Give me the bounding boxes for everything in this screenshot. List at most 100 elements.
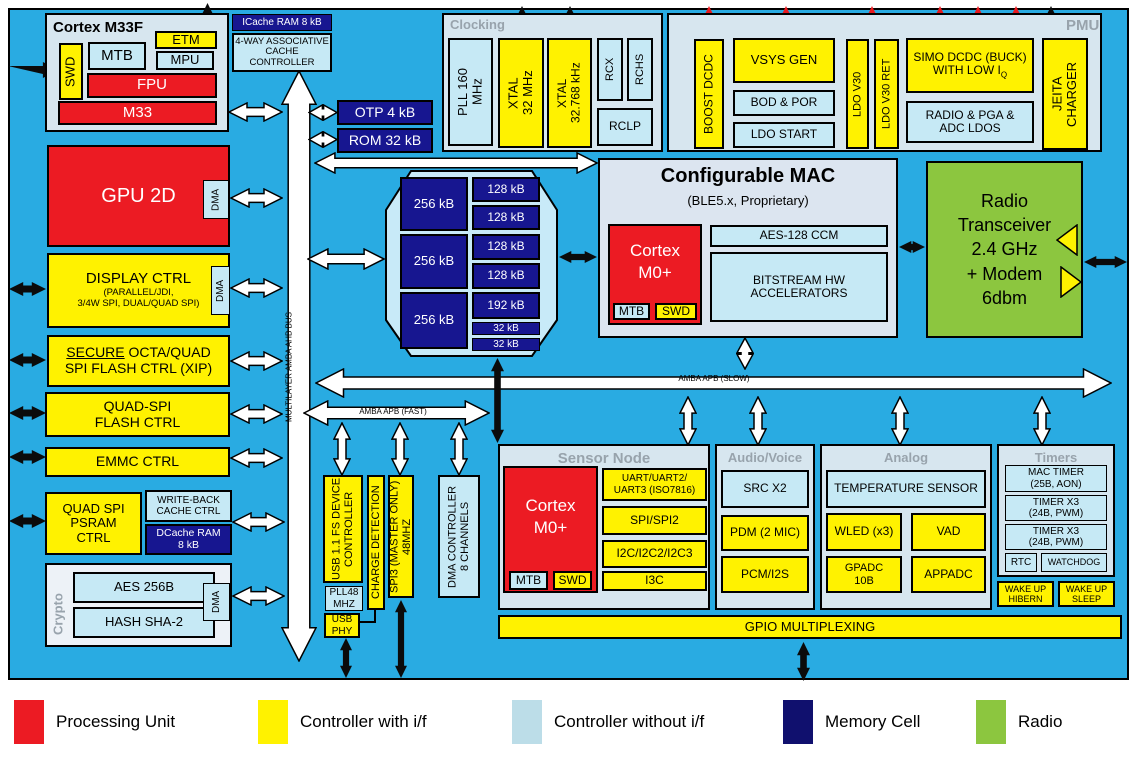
crypto-title: Crypto [50,593,66,635]
aes-256-block: AES 256B [73,572,215,603]
uart-block: UART/UART2/ UART3 (ISO7816) [602,468,707,501]
arrow-secure-left [8,352,47,368]
radio-rx-triangle-icon [1056,224,1078,256]
legend-label: Memory Cell [825,712,921,731]
arrow-psram-left [8,513,47,529]
sensor-cortex-m0-label: Cortex M0+ [525,496,576,538]
arrow-memory-to-mac [558,250,598,264]
arrow-crypto-to-bus [232,586,285,606]
arrow-gpio-bottom [796,641,811,682]
usb-controller-block: USB 1.1 FS DEVICE CONTROLLER [323,475,363,583]
otp-block: OTP 4 kB [337,100,433,125]
bitstream-accel-block: BITSTREAM HW ACCELERATORS [710,252,888,322]
mpu-block: MPU [156,51,214,70]
sensor-swd-block: SWD [553,571,592,590]
boost-dcdc-block: BOOST DCDC [694,39,724,149]
mac-swd-block: SWD [655,303,697,320]
arrow-slow-to-audio [749,396,767,446]
mtb-block: MTB [88,42,146,70]
pll48-block: PLL48 MHZ [325,586,363,611]
fpu-block: FPU [87,73,217,98]
legend-swatch-processing [14,700,44,744]
apb-fast-label: AMBA APB (FAST) [359,407,427,416]
i2c-block: I2C/I2C2/I2C3 [602,540,707,568]
wakeup-hibern-block: WAKE UP HIBERN [997,581,1054,607]
arrow-bus-to-mac [314,152,598,174]
etm-block: ETM [155,31,217,49]
radio-ldos-block: RADIO & PGA & ADC LDOS [906,101,1034,143]
rclp-block: RCLP [597,108,653,146]
arrow-quadspi-left [8,405,47,421]
memory-cell: 128 kB [472,177,540,202]
arrow-slow-to-sensor [679,396,697,446]
dcache-ram-block: DCache RAM 8 kB [145,524,232,555]
legend-swatch-controller-if [258,700,288,744]
charge-detect-connector [374,610,376,623]
arrow-secureflash-to-bus [230,351,283,371]
simo-subscript: Q [1000,70,1008,80]
pmu-title: PMU [1066,17,1100,34]
gpio-multiplexing-bar: GPIO MULTIPLEXING [498,615,1122,639]
rtc-block: RTC [1005,553,1037,572]
secure-word: SECURE [66,344,125,361]
writeback-cache-block: WRITE-BACK CACHE CTRL [145,490,232,522]
simo-line1: SIMO DCDC (BUCK) [913,49,1027,64]
xtal-32768-block: XTAL 32.768 kHz [547,38,592,148]
wakeup-sleep-block: WAKE UP SLEEP [1058,581,1115,607]
bod-por-block: BOD & POR [733,90,835,116]
apb-slow-bus-arrow [315,368,1112,398]
ldo-start-block: LDO START [733,122,835,148]
arrow-usbphy-bottom [339,637,353,679]
memory-cell: 256 kB [400,292,468,349]
charge-detect-connector [360,621,376,623]
display-dma-block: DMA [211,266,230,315]
gpadc-block: GPADC 10B [826,556,902,593]
vsys-gen-block: VSYS GEN [733,38,835,83]
i3c-block: I3C [602,571,707,591]
ahb-bus-arrow [281,70,317,662]
charge-detection-block: CHARGE DETECTION [367,475,385,610]
sensor-node-title: Sensor Node [557,450,651,467]
audio-voice-title: Audio/Voice [727,450,803,465]
arrow-mac-to-radio [898,240,926,254]
legend-label: Radio [1018,712,1063,731]
legend-swatch-memory [783,700,813,744]
apb-slow-label: AMBA APB (SLOW) [678,374,750,383]
rom-block: ROM 32 kB [337,128,433,153]
memory-cell: 256 kB [400,234,468,289]
mac-subtitle: (BLE5.x, Proprietary) [687,193,809,208]
legend-swatch-radio [976,700,1006,744]
secure-rest: OCTA/QUAD [124,344,211,361]
legend-label: Processing Unit [56,712,176,731]
apb-fast-bus-arrow [303,400,490,426]
quadspi-flash-ctrl-block: QUAD-SPI FLASH CTRL [45,392,230,437]
spi-block: SPI/SPI2 [602,506,707,535]
gpu-2d-block: GPU 2D [47,145,230,247]
arrow-bus-to-memory [307,248,385,270]
legend-label: Controller with i/f [300,712,427,731]
arrow-dcache-to-bus [232,512,285,532]
arrow-bus-to-otp [308,104,338,121]
simo-line2: WITH LOW I [932,63,1001,78]
arrow-emmc-to-bus [230,448,283,468]
arrow-emmc-left [8,449,47,465]
memory-cell: 192 kB [472,292,540,319]
timer-x3-block: TIMER X3 (24B, PWM) [1005,495,1107,521]
analog-title: Analog [883,450,929,465]
mac-mtb-block: MTB [613,303,650,320]
watchdog-block: WATCHDOG [1041,553,1107,572]
dma-controller-block: DMA CONTROLLER 8 CHANNELS [438,475,480,598]
memory-cell: 32 kB [472,338,540,351]
memory-cell: 256 kB [400,177,468,231]
rchs-block: RCHS [627,38,653,101]
mac-timer-block: MAC TIMER (25B, AON) [1005,465,1107,492]
clocking-title: Clocking [450,17,505,32]
arrow-slow-to-analog [891,396,909,446]
crypto-dma-block: DMA [203,583,230,621]
jeita-charger-block: JEITA CHARGER [1042,38,1088,150]
timer-x3-block: TIMER X3 (24B, PWM) [1005,524,1107,550]
arrow-fast-to-usb [333,422,351,476]
aes-128-ccm-block: AES-128 CCM [710,225,888,247]
display-ctrl-sub: (PARALLEL/JDI, 3/4W SPI, DUAL/QUAD SPI) [77,287,200,309]
